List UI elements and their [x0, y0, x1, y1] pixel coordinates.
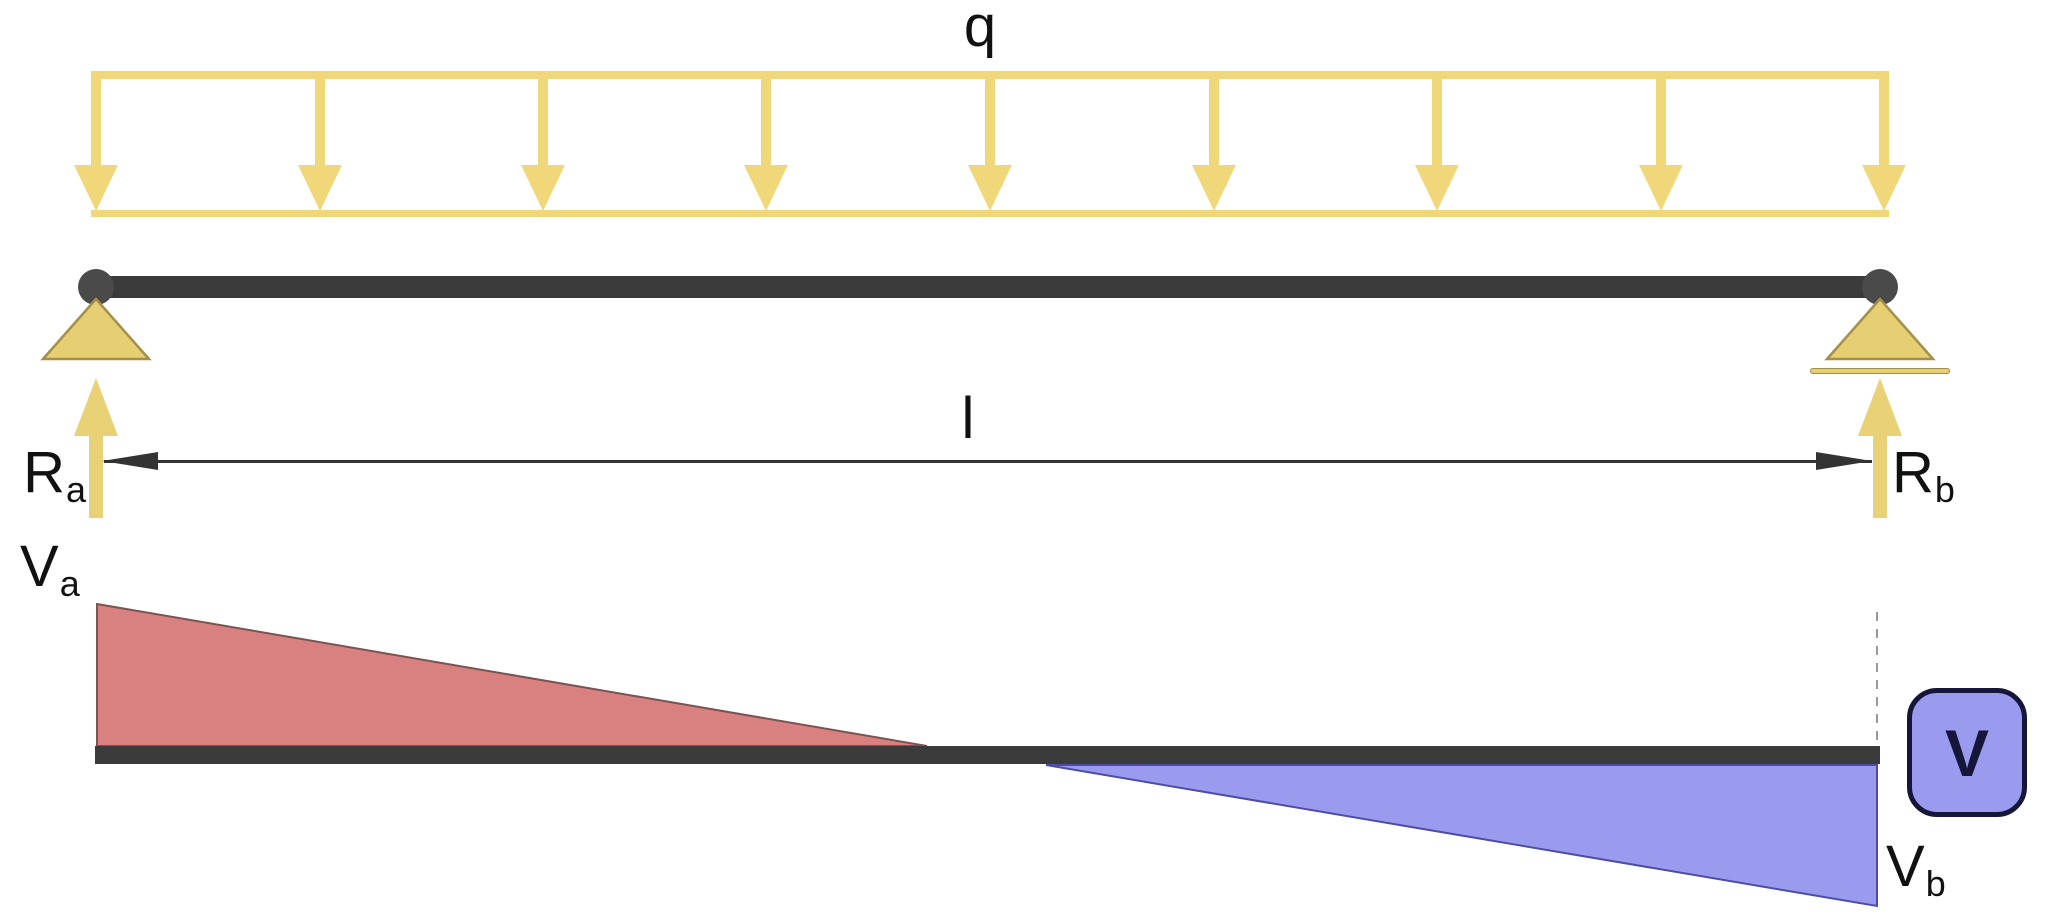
dimension-arrow-left-icon [102, 452, 158, 470]
load-arrow-icon [1192, 79, 1236, 211]
roller-line [1810, 368, 1950, 374]
reaction-label-left: Ra [23, 440, 86, 511]
shear-badge: V [1907, 688, 2027, 817]
reaction-label-right: Rb [1892, 440, 1955, 511]
load-arrow-icon [521, 79, 565, 211]
beam [92, 276, 1886, 298]
reaction-arrow-right-icon [1858, 378, 1902, 518]
shear-negative-area [1045, 764, 1878, 908]
load-label: q [963, 0, 997, 59]
shear-positive-area [96, 603, 928, 747]
dimension-arrow-right-icon [1816, 452, 1872, 470]
load-arrow-icon [968, 79, 1012, 211]
shear-endline-dashed [1876, 612, 1878, 746]
dimension-line [104, 460, 1872, 463]
support-left-icon [40, 297, 152, 361]
load-arrow-icon [1639, 79, 1683, 211]
reaction-arrow-left-icon [74, 378, 118, 518]
load-arrow-icon [744, 79, 788, 211]
length-label: l [961, 386, 975, 451]
load-top-line [91, 71, 1889, 79]
load-arrow-icon [298, 79, 342, 211]
load-bottom-line [91, 210, 1889, 217]
shear-baseline [95, 746, 1880, 764]
support-right-icon [1824, 297, 1936, 361]
load-arrow-icon [1415, 79, 1459, 211]
shear-start-label: Va [20, 534, 80, 605]
load-arrow-icon [74, 79, 118, 211]
load-arrow-icon [1862, 79, 1906, 211]
shear-end-label: Vb [1886, 834, 1946, 905]
shear-badge-label: V [1944, 715, 1990, 790]
